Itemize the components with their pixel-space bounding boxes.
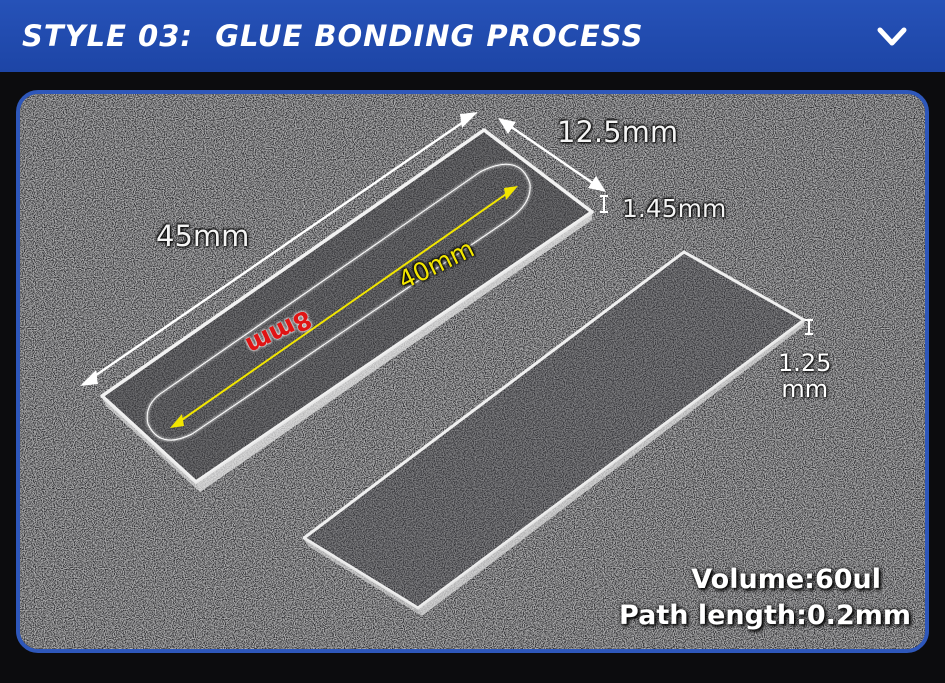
thickness-mark-top <box>600 195 608 213</box>
width-label: 12.5mm <box>557 115 679 149</box>
cuvette-bottom <box>302 250 806 616</box>
product-image-frame: 45mm 12.5mm 1.45mm 1.25 mm 40mm 8mm Volu… <box>16 90 929 653</box>
width-arrow <box>498 118 606 192</box>
thickness-bottom-value: 1.25 <box>778 349 832 377</box>
thickness-mark-bottom <box>805 319 813 335</box>
cuvette-photo <box>20 94 925 649</box>
thickness-bottom-label: 1.25 mm <box>778 350 831 402</box>
length-arrow <box>80 112 478 386</box>
thickness-top-label: 1.45mm <box>622 194 727 223</box>
path-length-spec: Path length:0.2mm <box>619 600 911 631</box>
length-label: 45mm <box>156 219 250 253</box>
section-title: STYLE 03: GLUE BONDING PROCESS <box>22 19 644 53</box>
volume-spec: Volume:60ul <box>691 564 881 595</box>
chevron-down-icon[interactable] <box>875 20 909 54</box>
section-header: STYLE 03: GLUE BONDING PROCESS <box>0 0 945 72</box>
channel-length-arrow <box>170 186 518 428</box>
thickness-bottom-unit: mm <box>781 375 829 403</box>
